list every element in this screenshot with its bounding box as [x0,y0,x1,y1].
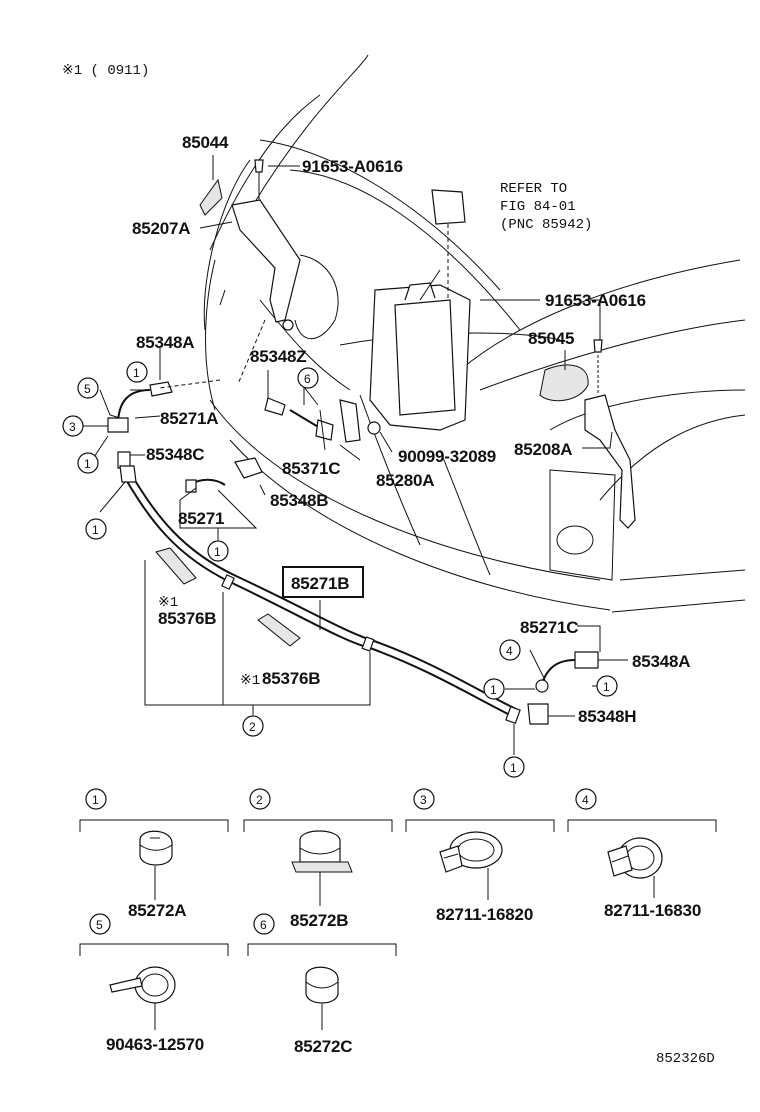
label-85348H: 85348H [578,707,636,726]
clip-ring-icon [305,966,339,1004]
svg-text:2: 2 [256,793,263,807]
label-91653-right: 91653-A0616 [545,291,646,310]
part-labels: 85044 91653-A0616 85207A REFER TO FIG 84… [132,133,691,726]
callout-1-d: 1 [207,540,229,562]
label-85271B: 85271B [291,574,349,593]
legend-item-5: 5 90463-12570 [89,913,204,1054]
refer-note-3: (PNC 85942) [500,217,592,233]
band-clamp-icon [439,831,503,873]
label-85208A: 85208A [514,440,572,459]
callout-1-b: 1 [126,361,148,383]
figure-code: 852326D [656,1051,715,1067]
label-85271C: 85271C [520,618,578,637]
callout-1-e: 1 [483,678,505,700]
svg-text:85272B: 85272B [290,911,348,930]
clip-saddle-icon [291,830,353,873]
label-85207A: 85207A [132,219,190,238]
svg-text:6: 6 [260,918,267,932]
callout-1-a: 1 [77,452,99,474]
legend-item-6: 6 85272C [253,913,353,1056]
svg-text:1: 1 [603,680,610,694]
label-90099-32089: 90099-32089 [398,447,496,466]
svg-text:1: 1 [510,761,517,775]
svg-text:82711-16820: 82711-16820 [436,905,533,924]
svg-text:3: 3 [69,420,76,434]
label-85044: 85044 [182,133,229,152]
legend-item-3: 3 82711-16820 [413,788,533,924]
clip-ring-icon [139,830,173,866]
label-85045: 85045 [528,329,574,348]
svg-text:85272C: 85272C [294,1037,352,1056]
label-85371C: 85371C [282,459,340,478]
band-clamp-icon [607,837,663,879]
svg-text:2: 2 [249,720,256,734]
callout-5-upper: 5 [77,377,99,399]
legend-item-4: 4 82711-16830 [575,788,701,920]
headlamp-washer-left [199,159,301,331]
callout-2-upper: 2 [242,715,264,737]
label-85348Z: 85348Z [250,347,306,366]
svg-text:4: 4 [582,793,589,807]
legend-item-1: 1 85272A [85,788,187,920]
main-washer-hose [119,465,599,725]
callout-4-upper: 4 [499,639,521,661]
callout-6-upper: 6 [297,367,319,389]
label-91653-top: 91653-A0616 [302,157,403,176]
svg-text:6: 6 [304,372,311,386]
headlamp-washer-right [539,339,636,529]
vehicle-outline [203,54,746,613]
refer-note-1: REFER TO [500,181,567,197]
svg-text:1: 1 [133,366,140,380]
label-85348C: 85348C [146,445,204,464]
highlight-box-85271B [282,566,364,598]
svg-text:4: 4 [506,644,513,658]
legend-item-2: 2 85272B [249,788,353,930]
callout-1-g: 1 [503,756,525,778]
svg-text:1: 1 [214,545,221,559]
label-85376B-left: 85376B [158,609,216,628]
label-85348B: 85348B [270,491,328,510]
svg-text:1: 1 [84,457,91,471]
label-85376B-right: 85376B [262,669,320,688]
label-85280A: 85280A [376,471,434,490]
svg-text:90463-12570: 90463-12570 [106,1035,204,1054]
cable-tie-icon [109,966,176,1004]
note-mark-right: ※1 [240,673,260,689]
refer-note-2: FIG 84-01 [500,199,576,215]
svg-text:85272A: 85272A [128,901,186,920]
washer-tank [369,189,471,431]
callout-3-upper: 3 [62,415,84,437]
upper-hoses [107,319,381,493]
svg-text:1: 1 [490,683,497,697]
svg-text:1: 1 [92,793,99,807]
svg-text:3: 3 [420,793,427,807]
svg-text:5: 5 [84,382,91,396]
callout-circles: 5 3 1 1 6 1 1 2 4 1 1 1 [62,361,618,778]
label-85348A-bottom: 85348A [632,652,690,671]
label-85348A-top: 85348A [136,333,194,352]
svg-text:5: 5 [96,918,103,932]
callout-1-f: 1 [596,675,618,697]
svg-text:82711-16830: 82711-16830 [604,901,701,920]
callout-1-c: 1 [85,518,107,540]
legend: 1 85272A 2 85272B 3 [79,788,717,1056]
label-85271: 85271 [178,509,224,528]
note-mark-left: ※1 [158,595,178,611]
header-note: ※1 ( 0911) [62,63,149,79]
leader-lines [80,155,628,755]
svg-text:1: 1 [92,523,99,537]
label-85271A: 85271A [160,409,218,428]
